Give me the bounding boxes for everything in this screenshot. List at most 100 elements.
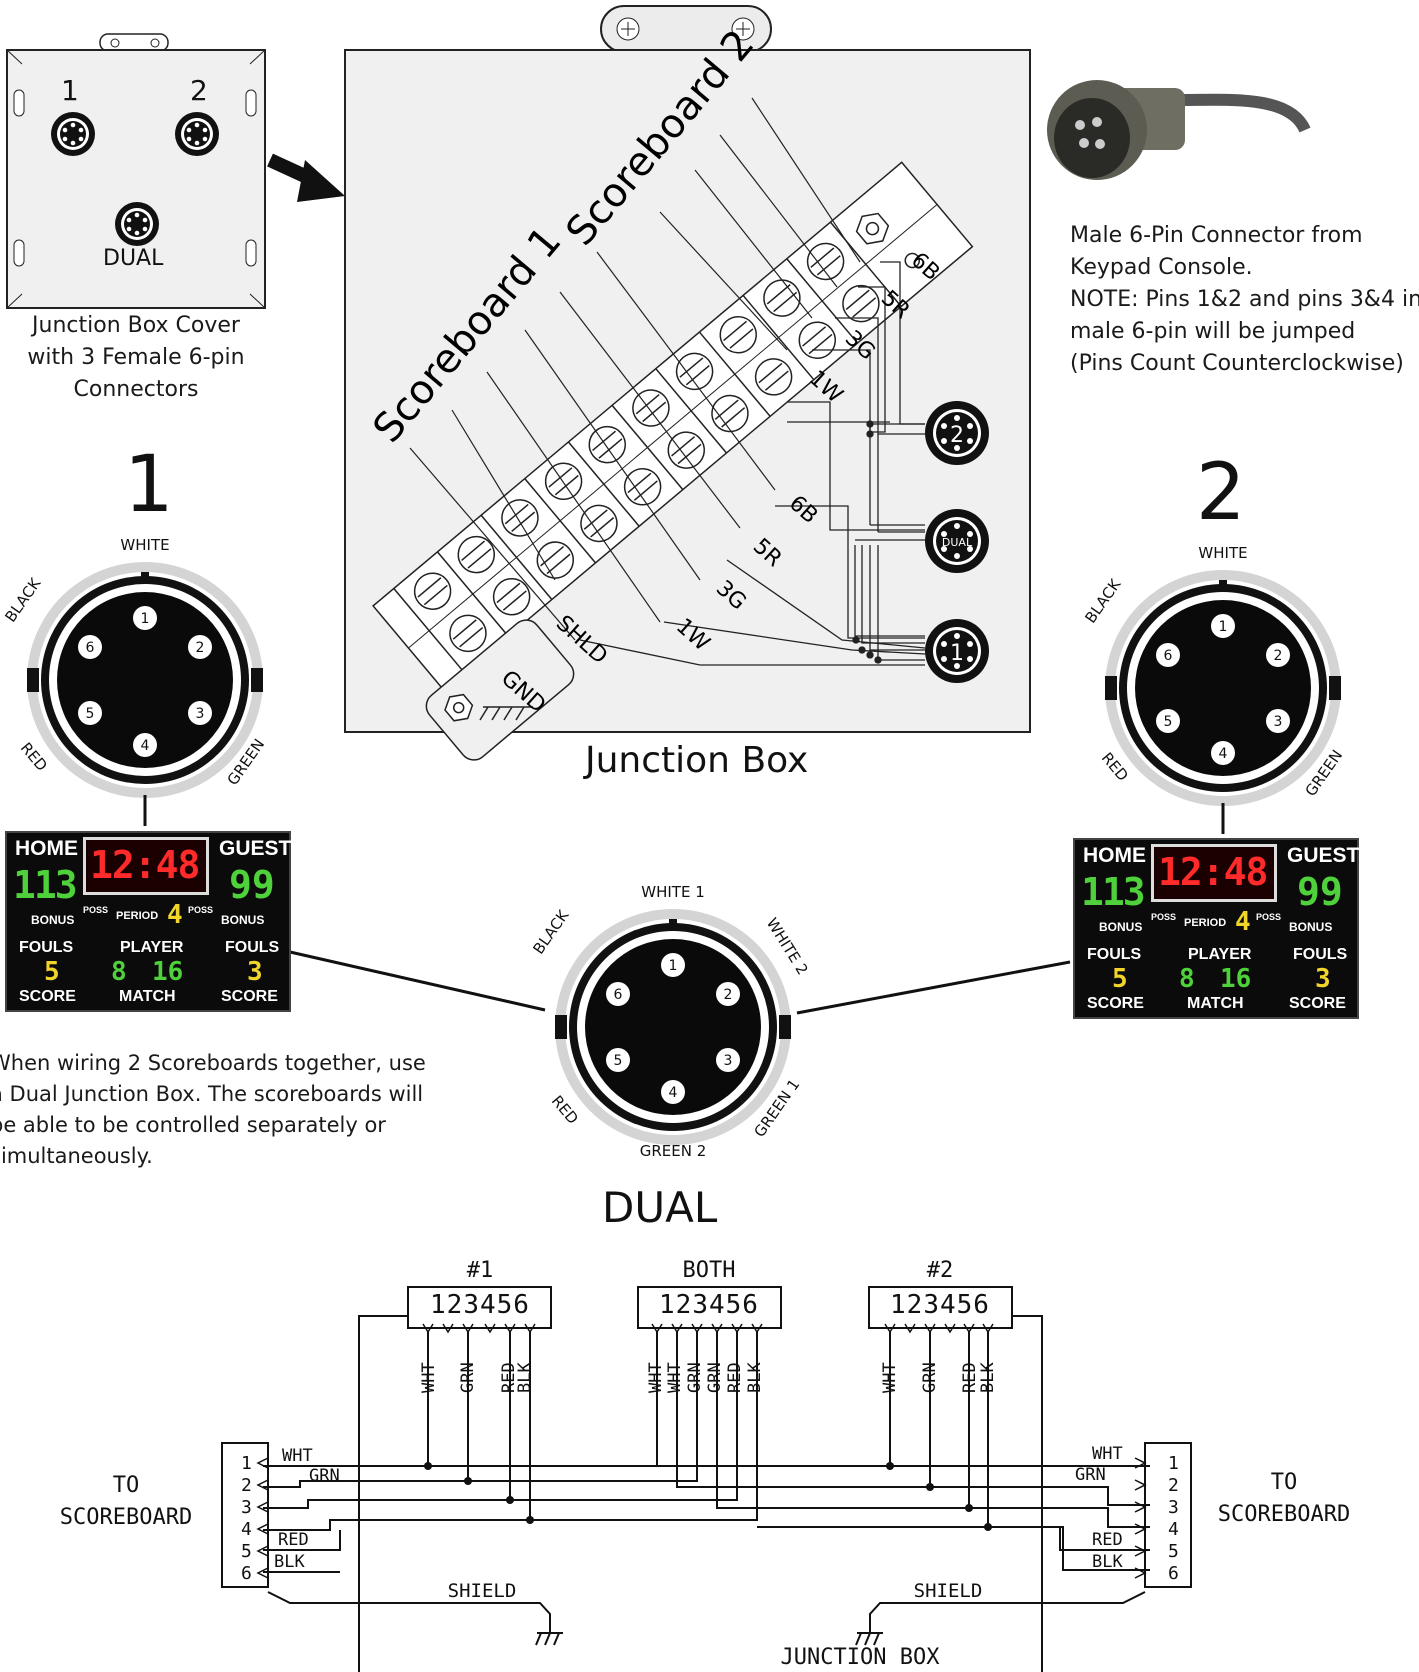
sb-poss-l: POSS <box>1151 912 1177 922</box>
pin-label: 3 <box>196 706 205 722</box>
term-right-3: 3 <box>1168 1497 1179 1518</box>
right-wire-blk: BLK <box>1092 1552 1123 1572</box>
ground-icon <box>479 706 533 721</box>
bb-wht1: WHT <box>646 1362 666 1393</box>
term-right-4: 4 <box>1168 1519 1179 1540</box>
connector-1-number: 1 <box>124 440 174 530</box>
sb-poss-l: POSS <box>83 905 109 915</box>
box-conn-1-label: 1 <box>950 641 964 666</box>
bb-wht2: WHT <box>665 1362 685 1393</box>
b2-wht: WHT <box>880 1362 900 1393</box>
note-line: a Dual Junction Box. The scoreboards wil… <box>0 1082 424 1106</box>
bb-red: RED <box>725 1362 745 1393</box>
b1-grn: GRN <box>458 1362 478 1393</box>
sb-fouls-l: FOULS <box>1087 946 1142 963</box>
dual-title: DUAL <box>602 1183 718 1232</box>
sb-guest-score: 99 <box>229 863 275 907</box>
term-right-6: 6 <box>1168 1563 1179 1584</box>
wire-color-label: WHITE 1 <box>641 883 705 901</box>
sb-player-num: 8 <box>1179 964 1195 994</box>
sb-home: HOME <box>1083 844 1146 867</box>
block2-pins: 123456 <box>890 1290 990 1320</box>
pin-label: 6 <box>1164 648 1173 664</box>
wire-color-label: WHITE <box>1198 544 1247 562</box>
pin-label: 5 <box>614 1053 623 1069</box>
shield-left: SHIELD <box>448 1580 517 1602</box>
box-socket-dual <box>925 509 989 573</box>
to-left: TO <box>113 1473 140 1498</box>
cover-caption-line: Connectors <box>73 377 199 402</box>
pin-label: 3 <box>724 1053 733 1069</box>
cover-socket-dual <box>115 202 159 246</box>
header-2: #2 <box>927 1258 954 1283</box>
left-wire-red: RED <box>278 1530 309 1550</box>
sb-match: MATCH <box>119 988 176 1005</box>
b1-blk: BLK <box>515 1362 535 1393</box>
sb-guest-fouls: 3 <box>1315 964 1331 994</box>
term-right-5: 5 <box>1168 1541 1179 1562</box>
bb-grn2: GRN <box>705 1362 725 1393</box>
pin-label: 4 <box>141 738 150 754</box>
bb-grn1: GRN <box>685 1362 705 1393</box>
junction-box-cover <box>6 33 266 309</box>
wire-color-label: BLACK <box>1 574 45 626</box>
b1-red: RED <box>499 1362 519 1393</box>
junction-box: Scoreboard 2 Scoreboard 1 6B 5R 3G 1W 6B… <box>344 5 1031 761</box>
box-socket-2 <box>925 401 989 465</box>
male-caption-line: NOTE: Pins 1&2 and pins 3&4 in <box>1070 287 1419 312</box>
sb-fouls-r: FOULS <box>225 939 280 956</box>
sb-fouls-l: FOULS <box>19 939 74 956</box>
pin-6 <box>606 982 630 1006</box>
pin-2 <box>188 635 212 659</box>
pin-5 <box>1156 709 1180 733</box>
pin-label: 1 <box>1219 619 1228 635</box>
block-both-pins: 123456 <box>659 1290 759 1320</box>
pin-2 <box>1266 643 1290 667</box>
pin-6 <box>78 635 102 659</box>
sb-poss-r: POSS <box>188 905 214 915</box>
ground-icon <box>855 1632 883 1646</box>
sb-bonus-l: BONUS <box>31 913 75 927</box>
scoreboard-clock: 12:48 <box>1151 844 1277 902</box>
left-wire-wht: WHT <box>282 1446 313 1466</box>
sb-guest: GUEST <box>1287 844 1360 867</box>
sb-home-fouls: 5 <box>1112 964 1128 994</box>
term-right-2: 2 <box>1168 1475 1179 1496</box>
arrow-icon <box>267 153 345 202</box>
cover-socket-2 <box>175 112 219 156</box>
cover-pin-1-label: 1 <box>61 74 79 107</box>
sb-player-fouls: 16 <box>1220 964 1252 994</box>
wire-color-label: RED <box>548 1092 582 1128</box>
pin-label: 3 <box>1274 714 1283 730</box>
pin-label: 5 <box>1164 714 1173 730</box>
sb-score-l: SCORE <box>19 988 76 1005</box>
b2-red: RED <box>960 1362 980 1393</box>
bb-blk: BLK <box>745 1362 765 1393</box>
sb-bonus-r: BONUS <box>221 913 265 927</box>
junction-box-title: Junction Box <box>585 740 809 781</box>
pin-3 <box>188 701 212 725</box>
cover-dual-label: DUAL <box>103 246 164 271</box>
sb-match: MATCH <box>1187 995 1244 1012</box>
pin-6 <box>1156 643 1180 667</box>
cover-caption-line: Junction Box Cover <box>32 313 240 338</box>
term-right-1: 1 <box>1168 1453 1179 1474</box>
left-wire-grn: GRN <box>309 1466 340 1486</box>
male-connector-caption: Male 6-Pin Connector from Keypad Console… <box>1070 220 1419 380</box>
pin-3 <box>1266 709 1290 733</box>
note-line: When wiring 2 Scoreboards together, use <box>0 1051 426 1075</box>
pin-5 <box>606 1048 630 1072</box>
male-caption-line: Male 6-Pin Connector from <box>1070 223 1363 248</box>
pin-2 <box>716 982 740 1006</box>
sb-home-fouls: 5 <box>44 957 60 987</box>
box-conn-2-label: 2 <box>950 423 964 448</box>
sb-player-fouls: 16 <box>152 957 184 987</box>
scoreboard-clock-value: 12:48 <box>90 843 200 887</box>
pin-1 <box>133 606 157 630</box>
sb-guest: GUEST <box>219 837 292 860</box>
wire-color-label: BLACK <box>1081 575 1125 627</box>
pin-4 <box>661 1080 685 1104</box>
